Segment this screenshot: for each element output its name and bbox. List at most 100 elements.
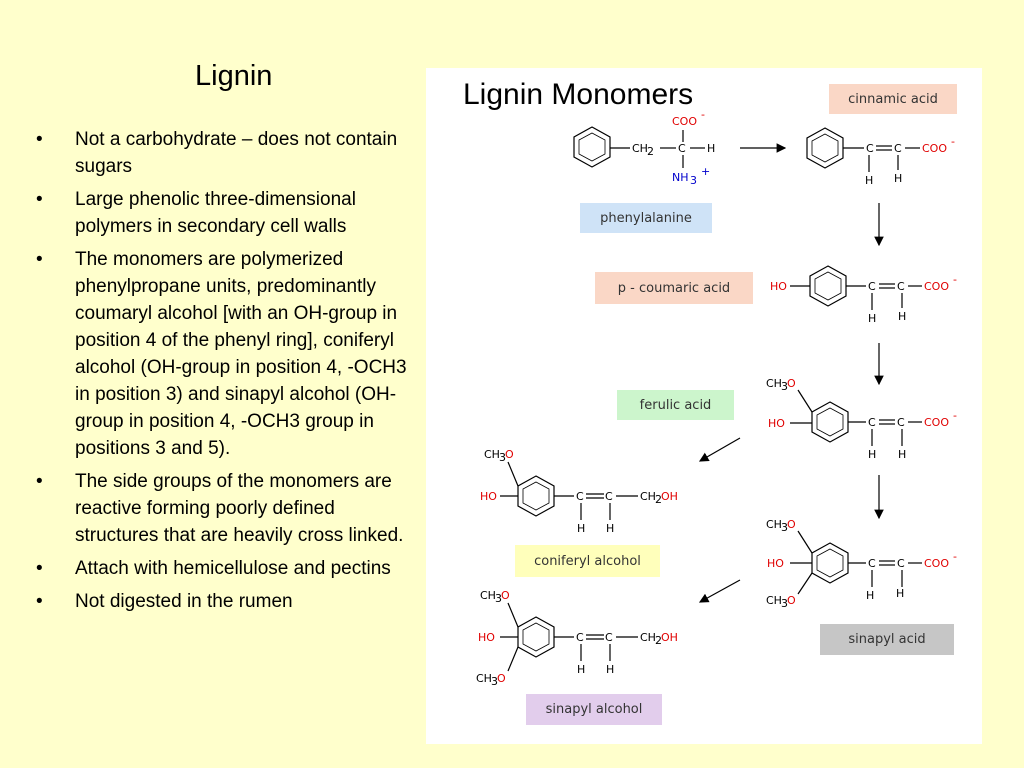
benzene-ring xyxy=(573,126,611,168)
chem-atom-label: 3 xyxy=(491,675,498,688)
bullet-text: Not digested in the rumen xyxy=(75,591,293,612)
chem-atom-label: O xyxy=(787,594,796,607)
bullet-dot: • xyxy=(36,129,43,150)
chem-atom-label: C xyxy=(897,416,905,429)
chem-atom-label: C xyxy=(897,557,905,570)
chem-atom-label: CH xyxy=(640,490,656,503)
benzene-ring xyxy=(806,127,844,169)
chem-atom-label: C xyxy=(678,142,686,155)
chem-atom-label: O xyxy=(787,377,796,390)
bullet-text: The monomers are polymerized phenylpropa… xyxy=(75,249,407,459)
bullet-dot: • xyxy=(36,558,43,579)
chem-atom-label: 2 xyxy=(647,145,654,158)
chem-atom-label: O xyxy=(501,589,510,602)
chem-atom-label: OH xyxy=(661,490,678,503)
slide-title: Lignin xyxy=(195,60,273,92)
label-p-coumaric-acid: p - coumaric acid xyxy=(595,272,753,304)
chem-atom-label: H xyxy=(606,522,614,535)
bullet-dot: • xyxy=(36,591,43,612)
chem-atom-label: H xyxy=(868,312,876,325)
chem-atom-label: CH xyxy=(766,518,782,531)
chem-atom-label: + xyxy=(701,165,710,178)
label-phenylalanine: phenylalanine xyxy=(580,203,712,233)
chem-atom-label: H xyxy=(894,172,902,185)
chem-atom-label: OH xyxy=(661,631,678,644)
chem-atom-label: O xyxy=(505,448,514,461)
chem-atom-label: H xyxy=(865,174,873,187)
chem-atom-label: C xyxy=(576,490,584,503)
chem-atom-label: 3 xyxy=(495,592,502,605)
chem-atom-label: C xyxy=(868,557,876,570)
bullet-item: • Large phenolic three-dimensional polyme… xyxy=(30,186,422,240)
chem-atom-label: C xyxy=(576,631,584,644)
chem-atom-label: HO xyxy=(770,280,787,293)
chem-atom-label: C xyxy=(866,142,874,155)
figure-title: Lignin Monomers xyxy=(463,78,694,111)
chem-atom-label: C xyxy=(605,631,613,644)
chem-atom-label: H xyxy=(707,142,715,155)
chem-atom-label: CH xyxy=(480,589,496,602)
chem-atom-label: C xyxy=(868,416,876,429)
chem-atom-label: O xyxy=(787,518,796,531)
chem-atom-label: 2 xyxy=(655,493,662,506)
chem-atom-label: 2 xyxy=(655,634,662,647)
chem-atom-label: HO xyxy=(478,631,495,644)
chem-atom-label: CH xyxy=(476,672,492,685)
chem-atom-label: H xyxy=(896,587,904,600)
bullet-text: The side groups of the monomers are reac… xyxy=(75,471,404,546)
chem-atom-label: HO xyxy=(768,417,785,430)
benzene-ring xyxy=(809,265,847,307)
chem-atom-label: COO xyxy=(922,142,947,155)
chem-atom-label: HO xyxy=(480,490,497,503)
bullet-item: • Not digested in the rumen xyxy=(30,588,422,615)
chem-atom-label: NH xyxy=(672,171,689,184)
chem-atom-label: COO xyxy=(924,416,949,429)
chem-atom-label: - xyxy=(701,108,705,121)
chem-atom-label: - xyxy=(953,550,957,563)
chem-atom-label: H xyxy=(866,589,874,602)
bullet-text: Not a carbohydrate – does not contain su… xyxy=(75,129,398,177)
chem-atom-label: H xyxy=(898,448,906,461)
chem-atom-label: H xyxy=(868,448,876,461)
chem-atom-label: COO xyxy=(924,557,949,570)
chem-atom-label: CH xyxy=(766,377,782,390)
bullet-dot: • xyxy=(36,189,43,210)
label-cinnamic-acid: cinnamic acid xyxy=(829,84,957,114)
chem-atom-label: 3 xyxy=(781,521,788,534)
label-sinapyl-acid: sinapyl acid xyxy=(820,624,954,655)
chem-atom-label: C xyxy=(605,490,613,503)
label-coniferyl-alcohol: coniferyl alcohol xyxy=(515,545,660,577)
chem-atom-label: C xyxy=(894,142,902,155)
chem-atom-label: CH xyxy=(632,142,648,155)
label-ferulic-acid: ferulic acid xyxy=(617,390,734,420)
chem-atom-label: 3 xyxy=(781,380,788,393)
chem-atom-label: - xyxy=(951,135,955,148)
chem-atom-label: 3 xyxy=(499,451,506,464)
arrow xyxy=(698,437,741,462)
bullet-dot: • xyxy=(36,471,43,492)
bullet-dot: • xyxy=(36,249,43,270)
chem-atom-label: COO xyxy=(672,115,697,128)
bullet-list: • Not a carbohydrate – does not contain s… xyxy=(30,126,422,621)
chem-atom-label: H xyxy=(577,663,585,676)
bullet-text: Large phenolic three-dimensional polymer… xyxy=(75,189,356,237)
chem-atom-label: 3 xyxy=(781,597,788,610)
chem-atom-label: COO xyxy=(924,280,949,293)
chem-atom-label: CH xyxy=(766,594,782,607)
chem-atom-label: H xyxy=(898,310,906,323)
bullet-item: • The monomers are polymerized phenylprop… xyxy=(30,246,422,462)
label-sinapyl-alcohol: sinapyl alcohol xyxy=(526,694,662,725)
chem-atom-label: O xyxy=(497,672,506,685)
chem-atom-label: - xyxy=(953,273,957,286)
bullet-text: Attach with hemicellulose and pectins xyxy=(75,558,391,579)
arrow xyxy=(698,579,741,603)
chem-atom-label: C xyxy=(897,280,905,293)
chem-atom-label: C xyxy=(868,280,876,293)
chem-atom-label: 3 xyxy=(690,174,697,187)
bullet-item: • The side groups of the monomers are rea… xyxy=(30,468,422,549)
chem-atom-label: HO xyxy=(767,557,784,570)
chem-atom-label: H xyxy=(577,522,585,535)
bullet-item: • Not a carbohydrate – does not contain s… xyxy=(30,126,422,180)
chem-atom-label: - xyxy=(953,409,957,422)
